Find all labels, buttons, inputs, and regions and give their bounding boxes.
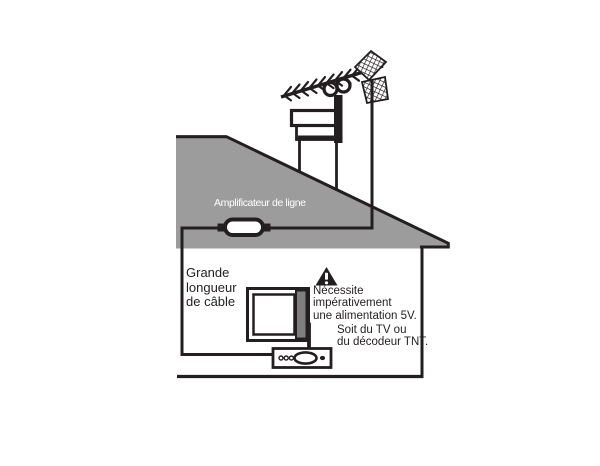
warning-exclamation-dot	[324, 281, 329, 285]
line-amplifier-icon	[217, 217, 271, 237]
grid-reflector-icon	[353, 49, 390, 105]
tv-decoder-cable	[306, 322, 311, 349]
house-walls	[177, 248, 424, 379]
antenna-elements	[282, 66, 361, 102]
antenna-mast	[334, 95, 343, 143]
decoder-button	[319, 355, 326, 361]
cable-length-label: Grande longueur de câble	[186, 265, 237, 310]
coax-cable	[180, 80, 374, 356]
amplifier-body	[223, 217, 265, 237]
amplifier-connector	[217, 223, 225, 232]
decoder-dial	[293, 351, 318, 365]
chimney-icon	[289, 108, 342, 197]
amplifier-connector	[263, 223, 271, 232]
power-warning-text: Nécessite impérativement une alimentatio…	[313, 285, 417, 322]
decoder-led	[283, 355, 289, 361]
decoder-box-icon	[271, 347, 333, 369]
dipole-loop	[335, 77, 352, 94]
amplifier-label: Amplificateur de ligne	[214, 197, 306, 209]
power-source-note: Soit du TV ou du décodeur TNT.	[337, 324, 429, 349]
warning-triangle-icon	[315, 267, 338, 286]
decoder-led	[278, 355, 284, 361]
tv-screen	[252, 293, 296, 336]
tv-icon	[246, 287, 310, 342]
uhf-antenna-icon	[280, 49, 390, 105]
roof-outline	[176, 135, 450, 249]
tv-side-panel	[295, 289, 308, 340]
dipole-loop	[322, 80, 339, 98]
